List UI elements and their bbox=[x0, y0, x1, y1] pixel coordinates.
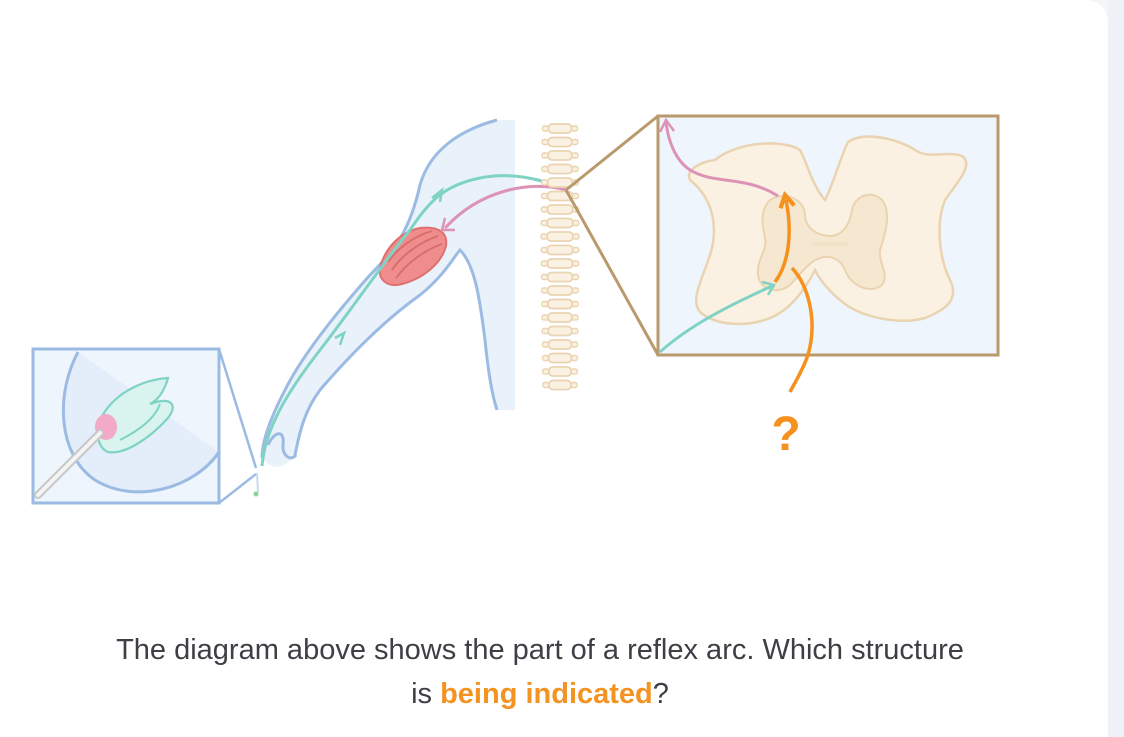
motor-arrow-icon bbox=[440, 217, 455, 232]
question-suffix: ? bbox=[652, 678, 669, 710]
vertebra-process bbox=[572, 233, 580, 240]
vertebra-process bbox=[541, 287, 549, 294]
vertebra bbox=[547, 123, 573, 134]
vertebra bbox=[547, 150, 573, 161]
muscle-icon bbox=[378, 226, 448, 286]
vertebra-process bbox=[571, 138, 579, 146]
vertebra bbox=[546, 204, 574, 215]
vertebra bbox=[548, 379, 572, 391]
vertebra-process bbox=[571, 273, 580, 281]
vertebra bbox=[547, 352, 573, 364]
vertebra-process bbox=[541, 179, 549, 186]
question-prefix: is bbox=[411, 678, 441, 710]
vertebra-process bbox=[572, 246, 580, 254]
vertebra-process bbox=[540, 246, 548, 254]
question-line-2: is being indicated? bbox=[0, 672, 1080, 716]
vertebra bbox=[546, 177, 574, 188]
vertebra-process bbox=[541, 300, 549, 308]
question-mark-label: ? bbox=[771, 408, 800, 461]
vertebra-process bbox=[572, 219, 580, 227]
vertebra-process bbox=[540, 233, 548, 240]
vertebra bbox=[546, 271, 574, 283]
vertebra-process bbox=[542, 368, 550, 375]
vertebra-process bbox=[542, 381, 550, 389]
vertebra-process bbox=[571, 165, 579, 173]
vertebra bbox=[546, 298, 574, 310]
vertebra-process bbox=[571, 327, 579, 335]
vertebra-process bbox=[571, 152, 579, 159]
vertebra-process bbox=[540, 206, 549, 213]
vertebra bbox=[547, 339, 573, 350]
reflex-arc-diagram: ? bbox=[31, 114, 1000, 505]
vertebra-process bbox=[541, 152, 549, 159]
vertebra bbox=[546, 258, 574, 269]
vertebra bbox=[547, 325, 573, 337]
vertebra-process bbox=[570, 341, 579, 348]
vertebra bbox=[546, 217, 574, 229]
fingertip-zoom-box bbox=[31, 347, 258, 505]
vertebra-process bbox=[571, 314, 579, 321]
vertebra-process bbox=[571, 300, 579, 308]
vertebra bbox=[547, 136, 573, 148]
vertebra-process bbox=[571, 260, 580, 267]
vertebra bbox=[547, 366, 573, 377]
question-highlight: being indicated bbox=[440, 678, 653, 710]
vertebra-process bbox=[570, 381, 578, 389]
vertebra bbox=[546, 285, 574, 296]
sensory-neuron-path bbox=[260, 174, 567, 467]
vertebra-process bbox=[541, 138, 549, 146]
vertebra-process bbox=[570, 125, 579, 132]
side-panel-edge bbox=[1108, 0, 1124, 737]
sensory-arrow-icon bbox=[334, 330, 347, 346]
vertebra bbox=[546, 231, 574, 242]
vertebra bbox=[547, 312, 573, 323]
vertebra-process bbox=[540, 260, 549, 267]
vertebra-process bbox=[541, 125, 550, 132]
vertebra-process bbox=[571, 287, 579, 294]
vertebra bbox=[546, 244, 574, 256]
vertebra-process bbox=[541, 314, 549, 321]
arm-illustration bbox=[253, 118, 515, 497]
vertebra-process bbox=[540, 192, 549, 200]
vertebra bbox=[546, 163, 574, 175]
vertebra-process bbox=[570, 368, 578, 375]
question-text: The diagram above shows the part of a re… bbox=[0, 628, 1080, 716]
vertebra-process bbox=[571, 192, 580, 200]
vertebra-process bbox=[570, 354, 579, 362]
vertebra-process bbox=[541, 341, 550, 348]
vertebra-process bbox=[540, 219, 548, 227]
spinal-cord-zoom-box bbox=[564, 114, 1000, 393]
vertebra-process bbox=[541, 327, 549, 335]
vertebra-process bbox=[540, 273, 549, 281]
question-line-1: The diagram above shows the part of a re… bbox=[116, 634, 964, 666]
vertebra-process bbox=[541, 165, 549, 173]
spine-icon bbox=[540, 123, 580, 391]
interneuron-indicator-arrow bbox=[773, 200, 789, 284]
vertebra-process bbox=[541, 354, 550, 362]
fingertip-icon bbox=[96, 376, 174, 454]
